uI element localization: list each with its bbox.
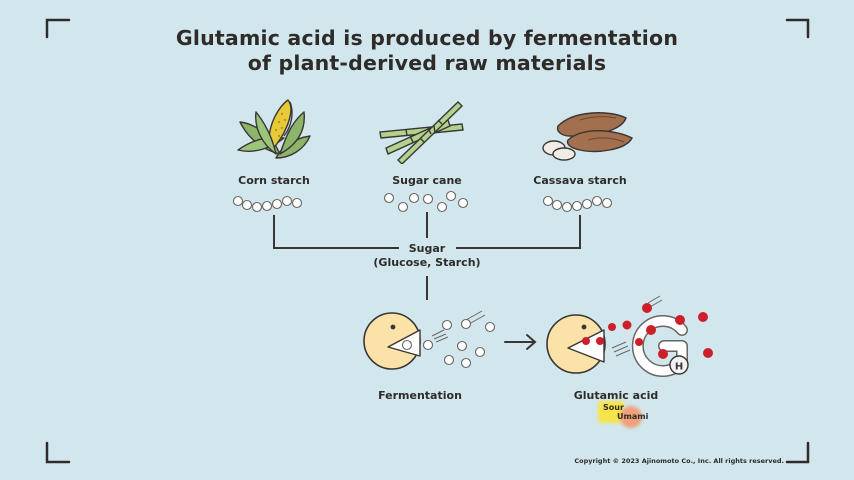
corn-icon <box>237 99 311 159</box>
microbe-icon-product <box>546 295 663 374</box>
cassava-icon <box>542 112 633 161</box>
sugar-label-line-2: (Glucose, Starch) <box>373 256 481 269</box>
umami-highlight <box>620 406 642 428</box>
taste-umami-label: Umami <box>617 412 649 421</box>
title-line-1: Glutamic acid is produced by fermentatio… <box>175 26 679 50</box>
copyright-text: Copyright © 2023 Ajinomoto Co., Inc. All… <box>574 457 784 465</box>
product-label: Glutamic acid <box>573 389 659 402</box>
source-label-cassava: Cassava starch <box>533 174 627 187</box>
sugar-cane-icon <box>379 101 464 164</box>
arrow-right-icon <box>504 334 537 350</box>
corn-starch-chain <box>232 195 303 213</box>
fermentation-label: Fermentation <box>378 389 462 402</box>
sugar-label-line-1: Sugar <box>408 242 446 255</box>
taste-sour-label: Sour <box>603 403 624 412</box>
source-label-sugar-cane: Sugar cane <box>392 174 462 187</box>
page-title: Glutamic acid is produced by fermentatio… <box>0 26 854 76</box>
glutamate-molecule-icon <box>631 315 689 377</box>
source-label-corn: Corn starch <box>238 174 310 187</box>
hydrogen-label: H <box>675 362 683 373</box>
title-line-2: of plant-derived raw materials <box>247 51 607 75</box>
sugar-cane-molecules <box>383 190 469 213</box>
sour-highlight <box>598 401 624 423</box>
glutamate-dots <box>582 303 713 359</box>
microbe-icon <box>363 310 486 370</box>
sugar-molecules-floating <box>441 318 496 369</box>
cassava-starch-chain <box>542 195 613 213</box>
sugar-label: Sugar (Glucose, Starch) <box>347 242 507 270</box>
